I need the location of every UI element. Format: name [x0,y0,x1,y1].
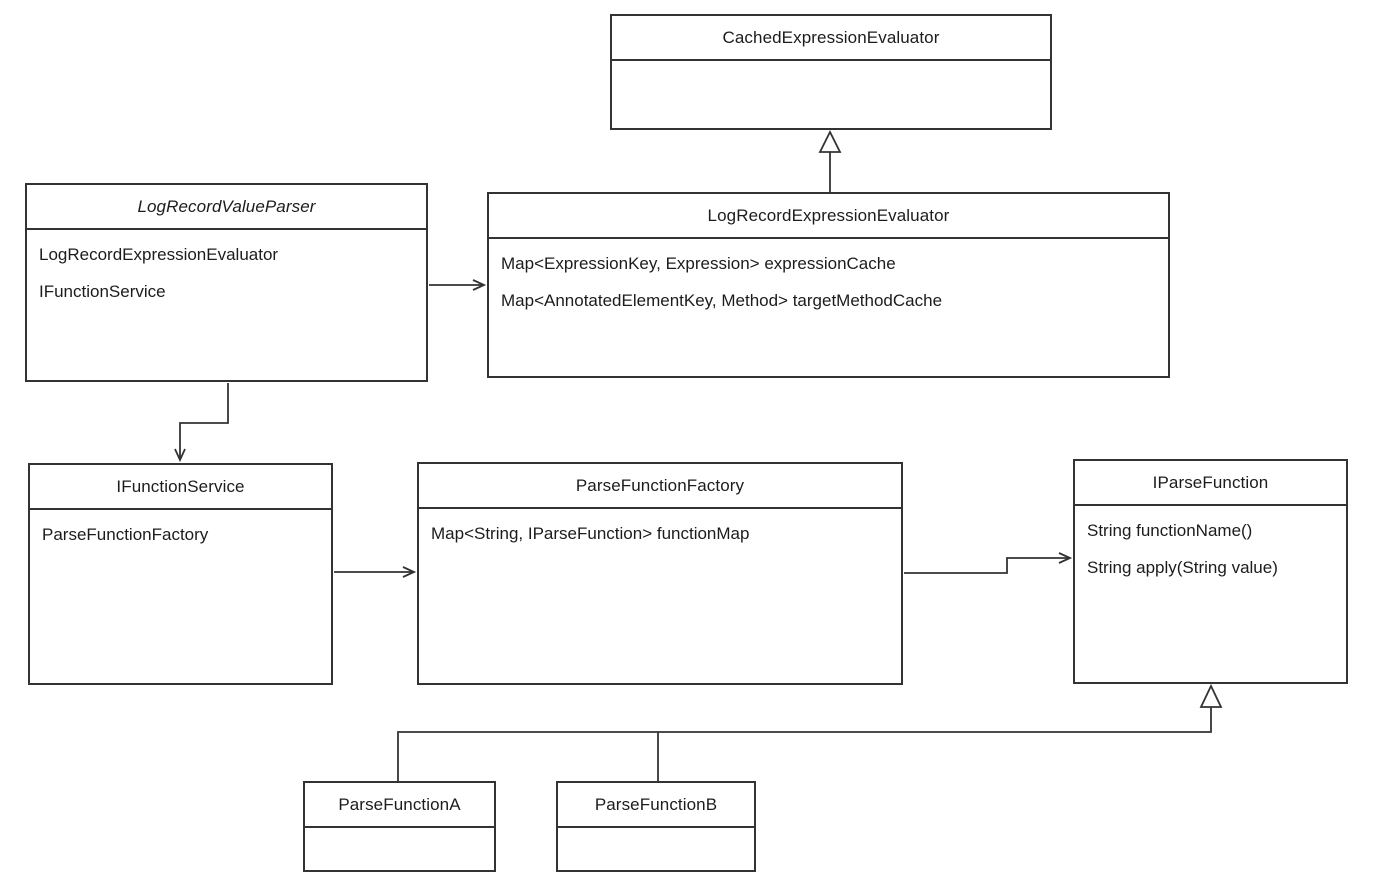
class-title: IParseFunction [1075,461,1346,506]
class-member: Map<AnnotatedElementKey, Method> targetM… [501,291,943,310]
class-members-empty [558,828,754,870]
class-members-empty [305,828,494,870]
class-title: LogRecordExpressionEvaluator [489,194,1168,239]
class-box-parsefunctionb: ParseFunctionB [556,781,756,872]
class-title: ParseFunctionB [558,783,754,828]
class-box-logrecordvalueparser: LogRecordValueParser LogRecordExpression… [25,183,428,382]
class-members: LogRecordExpressionEvaluator IFunctionSe… [27,230,426,380]
class-box-iparsefunction: IParseFunction String functionName() Str… [1073,459,1348,684]
class-member: Map<String, IParseFunction> functionMap [431,524,750,543]
class-box-logrecordexpressionevaluator: LogRecordExpressionEvaluator Map<Express… [487,192,1170,378]
class-member: String apply(String value) [1087,558,1278,577]
class-member: ParseFunctionFactory [42,525,209,544]
generalization-logrecordexpressionevaluator-to-cachedexpressionevaluator [818,129,842,192]
class-member: IFunctionService [39,282,166,301]
class-member: LogRecordExpressionEvaluator [39,245,279,264]
hollow-triangle-arrowhead [818,129,842,153]
class-members: String functionName() String apply(Strin… [1075,506,1346,682]
class-box-ifunctionservice: IFunctionService ParseFunctionFactory [28,463,333,685]
class-members: Map<ExpressionKey, Expression> expressio… [489,239,1168,376]
class-box-cachedexpressionevaluator: CachedExpressionEvaluator [610,14,1052,130]
class-member: Map<ExpressionKey, Expression> expressio… [501,254,896,273]
class-title: LogRecordValueParser [27,185,426,230]
hollow-triangle-arrowhead [1199,683,1223,708]
class-title: ParseFunctionA [305,783,494,828]
association-parsefunctionfactory-to-iparsefunction [904,552,1073,574]
class-member: String functionName() [1087,521,1253,540]
class-title: CachedExpressionEvaluator [612,16,1050,61]
class-members: ParseFunctionFactory [30,510,331,683]
generalization-parsefunctiona-parsefunctionb-to-iparsefunction [397,683,1223,781]
class-title: ParseFunctionFactory [419,464,901,509]
class-members: Map<String, IParseFunction> functionMap [419,509,901,683]
class-box-parsefunctiona: ParseFunctionA [303,781,496,872]
class-title: IFunctionService [30,465,331,510]
association-logrecordvalueparser-to-ifunctionservice [174,383,229,463]
class-box-parsefunctionfactory: ParseFunctionFactory Map<String, IParseF… [417,462,903,685]
class-members-empty [612,61,1050,128]
